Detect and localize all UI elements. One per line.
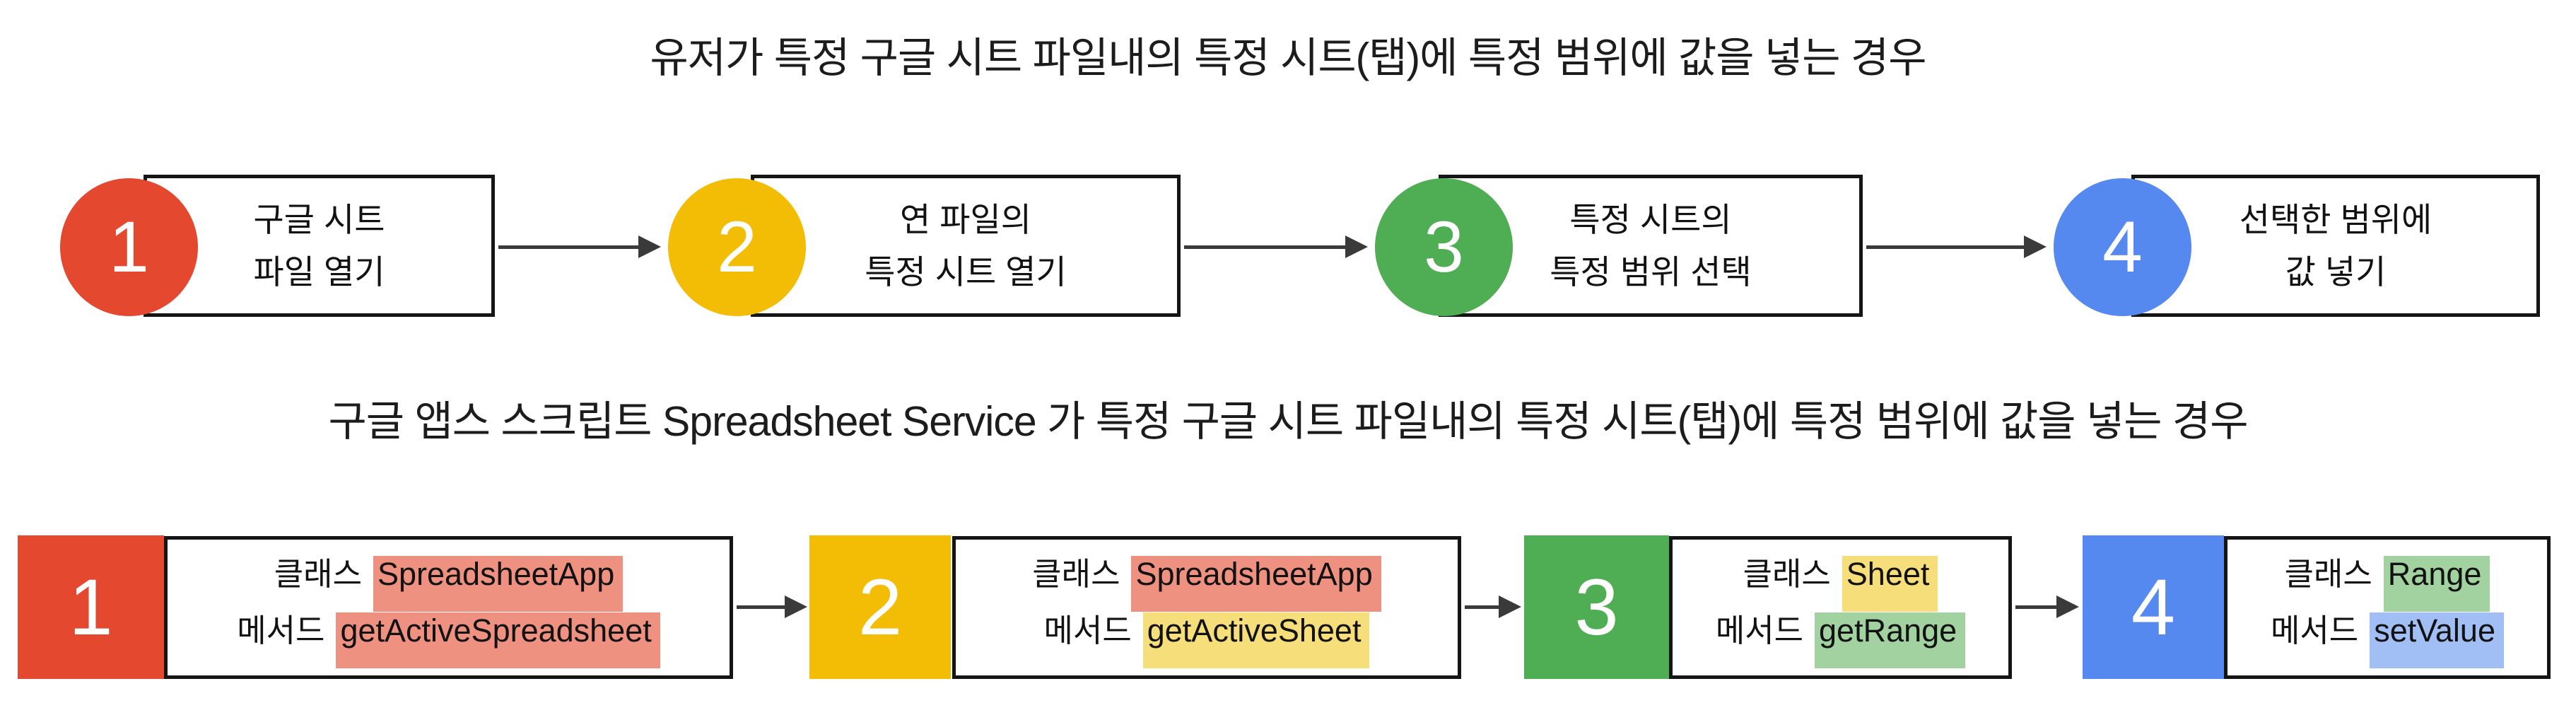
class-label: 클래스 <box>1032 556 1120 592</box>
method-line: 메서드 setValue <box>2271 603 2504 668</box>
arrow-right-icon <box>1184 236 1368 258</box>
script-step-square-3: 3 <box>1524 535 1669 679</box>
class-label: 클래스 <box>274 556 362 592</box>
method-line: 메서드 getRange <box>1715 603 1966 668</box>
script-step-box-2: 클래스 SpreadsheetApp 메서드 getActiveSheet <box>952 536 1461 679</box>
user-step-circle-3: 3 <box>1375 178 1513 316</box>
method-label: 메서드 <box>2271 612 2359 649</box>
class-name-highlighted: Range <box>2383 556 2490 612</box>
user-step-2-line1: 연 파일의 <box>899 200 1032 238</box>
script-step-box-3: 클래스 Sheet 메서드 getRange <box>1669 536 2012 679</box>
user-step-circle-2: 2 <box>668 178 806 316</box>
method-label: 메서드 <box>237 612 325 649</box>
user-step-box-3: 특정 시트의 특정 범위 선택 <box>1439 175 1863 317</box>
arrow-right-icon <box>737 595 807 618</box>
script-step-box-4: 클래스 Range 메서드 setValue <box>2224 536 2551 679</box>
arrow-right-icon <box>498 236 661 258</box>
user-flow-title: 유저가 특정 구글 시트 파일내의 특정 시트(탭)에 특정 범위에 값을 넣는… <box>650 35 1926 81</box>
class-line: 클래스 SpreadsheetApp <box>274 546 623 612</box>
apps-script-flow-title: 구글 앱스 스크립트 Spreadsheet Service 가 특정 구글 시… <box>328 398 2249 445</box>
user-step-3-line2: 특정 범위 선택 <box>1550 252 1752 291</box>
method-name-highlighted: setValue <box>2370 612 2504 668</box>
method-line: 메서드 getActiveSheet <box>1043 603 1370 668</box>
method-name-highlighted: getActiveSpreadsheet <box>336 612 660 668</box>
user-step-4-line1: 선택한 범위에 <box>2239 200 2432 238</box>
user-step-2-line2: 특정 시트 열기 <box>865 252 1067 291</box>
class-name-highlighted: SpreadsheetApp <box>373 556 623 612</box>
class-line: 클래스 SpreadsheetApp <box>1032 546 1381 612</box>
script-step-square-4: 4 <box>2083 535 2224 679</box>
user-step-4-line2: 값 넣기 <box>2285 252 2387 291</box>
arrow-right-icon <box>2015 595 2079 618</box>
class-name-highlighted: SpreadsheetApp <box>1131 556 1381 612</box>
method-label: 메서드 <box>1715 612 1804 649</box>
user-step-1-line2: 파일 열기 <box>253 252 385 291</box>
script-step-square-1: 1 <box>18 535 164 679</box>
script-step-square-2: 2 <box>809 535 951 679</box>
arrow-right-icon <box>1465 595 1521 618</box>
user-step-box-2: 연 파일의 특정 시트 열기 <box>751 175 1181 317</box>
class-label: 클래스 <box>1743 556 1831 592</box>
script-step-box-1: 클래스 SpreadsheetApp 메서드 getActiveSpreadshee… <box>164 536 733 679</box>
user-step-circle-4: 4 <box>2054 178 2191 316</box>
user-step-3-line1: 특정 시트의 <box>1569 200 1732 238</box>
method-label: 메서드 <box>1043 612 1132 649</box>
class-name-highlighted: Sheet <box>1842 556 1938 612</box>
class-line: 클래스 Sheet <box>1743 546 1938 612</box>
user-step-box-4: 선택한 범위에 값 넣기 <box>2131 175 2540 317</box>
user-step-box-1: 구글 시트 파일 열기 <box>144 175 495 317</box>
method-name-highlighted: getActiveSheet <box>1142 612 1370 668</box>
method-line: 메서드 getActiveSpreadsheet <box>237 603 660 668</box>
method-name-highlighted: getRange <box>1815 612 1966 668</box>
class-line: 클래스 Range <box>2284 546 2490 612</box>
user-step-1-line1: 구글 시트 <box>253 200 385 238</box>
arrow-right-icon <box>1866 236 2047 258</box>
class-label: 클래스 <box>2284 556 2372 592</box>
user-step-circle-1: 1 <box>60 178 198 316</box>
